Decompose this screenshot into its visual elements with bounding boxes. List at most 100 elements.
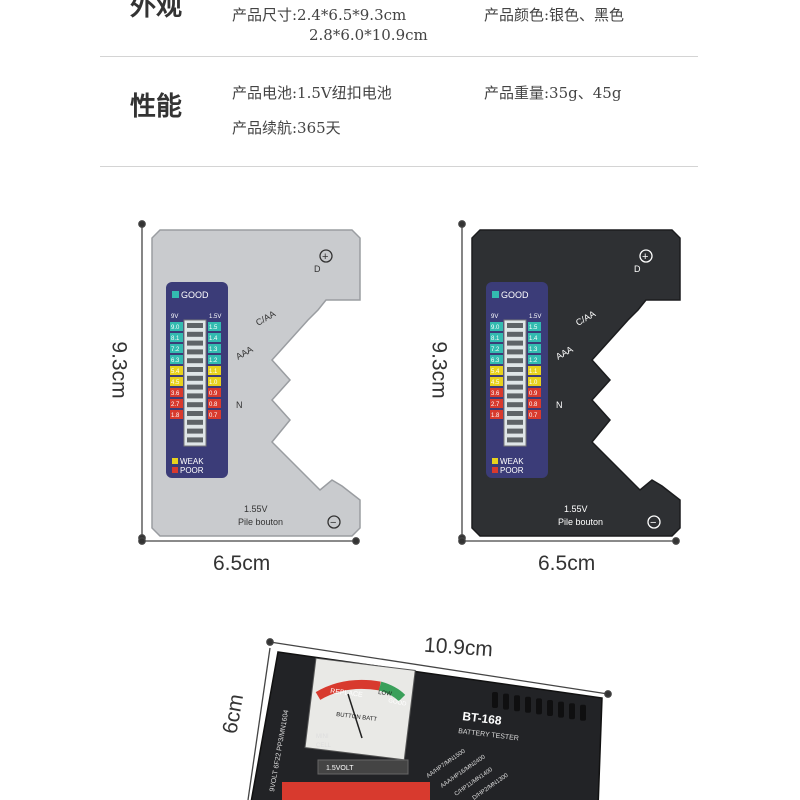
black-left-scale-label: 1.8 xyxy=(491,413,500,419)
black-right-scale-swatch xyxy=(528,377,541,386)
analog-grip-rib xyxy=(536,698,542,715)
black-right-scale-swatch xyxy=(528,399,541,408)
analog-grip-rib xyxy=(547,700,553,716)
black-indicator-segment xyxy=(507,323,523,328)
silver-left-scale-label: 4.5 xyxy=(171,380,180,386)
section-title-appearance: 外观 xyxy=(130,0,183,22)
analog-dimension-lines xyxy=(247,638,612,800)
silver-indicator-segment xyxy=(187,428,203,434)
silver-indicator-segment xyxy=(187,411,203,416)
silver-dimension-lines xyxy=(138,220,360,545)
silver-left-scale-swatch xyxy=(170,377,183,386)
black-left-scale-label: 3.6 xyxy=(491,391,500,397)
silver-left-scale-label: 6.3 xyxy=(171,358,180,364)
silver-right-scale-label: 1.3 xyxy=(209,347,218,353)
silver-right-scale-swatch xyxy=(208,322,221,331)
analog-meter-needle xyxy=(347,693,363,739)
black-left-scale-label: 6.3 xyxy=(491,358,500,364)
silver-d-label: D xyxy=(314,264,321,274)
silver-right-scale-swatch xyxy=(208,399,221,408)
divider-bottom xyxy=(100,166,698,167)
analog-grip-rib xyxy=(503,693,509,710)
black-right-scale-swatch xyxy=(528,344,541,353)
analog-grip-rib xyxy=(525,696,531,713)
silver-left-scale-label: 3.6 xyxy=(171,391,180,397)
black-left-scale-label: 2.7 xyxy=(491,402,500,408)
black-right-scale-swatch xyxy=(528,366,541,375)
black-right-scale-label: 0.8 xyxy=(529,402,538,408)
silver-right-scale-swatch xyxy=(208,388,221,397)
analog-grip-rib xyxy=(580,704,586,721)
silver-indicator-segment xyxy=(187,331,203,337)
silver-right-scale-label: 1.2 xyxy=(209,358,218,364)
divider-top xyxy=(100,56,698,57)
black-right-scale-label: 1.5V xyxy=(529,314,541,320)
silver-indicator-segment xyxy=(187,375,203,381)
black-indicator-segment xyxy=(507,428,523,434)
black-indicator-segment xyxy=(507,411,523,416)
analog-width-dimension: 10.9cm xyxy=(423,633,494,662)
silver-left-scale-label: 5.4 xyxy=(171,369,180,375)
silver-left-scale-label: 9.0 xyxy=(171,325,180,331)
black-right-scale-swatch xyxy=(528,388,541,397)
analog-grip-rib xyxy=(514,695,520,712)
silver-right-scale-label: 1.5V xyxy=(209,314,221,320)
black-indicator-segment xyxy=(507,349,523,355)
silver-left-scale-swatch xyxy=(170,399,183,408)
black-minus-icon xyxy=(647,515,661,529)
analog-grip-rib xyxy=(569,703,575,720)
black-left-scale-label: 4.5 xyxy=(491,380,500,386)
silver-button-name: Pile bouton xyxy=(238,517,283,527)
black-left-scale-swatch xyxy=(490,355,503,364)
silver-right-scale-swatch xyxy=(208,333,221,342)
silver-right-scale-label: 1.5 xyxy=(209,325,218,331)
black-right-scale-swatch xyxy=(528,333,541,342)
analog-grip-ribs xyxy=(492,692,586,721)
silver-button-volt: 1.55V xyxy=(244,504,268,514)
spec-battery: 产品电池:1.5V纽扣电池 xyxy=(232,84,392,102)
silver-right-scale-label: 0.9 xyxy=(209,391,218,397)
silver-right-scale-label: 1.1 xyxy=(209,369,218,375)
black-left-scale-swatch xyxy=(490,366,503,375)
black-right-scale-label: 1.3 xyxy=(529,347,538,353)
analog-mini-label: MINI xyxy=(316,734,329,740)
black-left-scale-swatch xyxy=(490,410,503,419)
silver-n-label: N xyxy=(236,400,243,410)
analog-model: BT-168 xyxy=(462,709,503,728)
silver-right-scale-label: 0.7 xyxy=(209,413,218,419)
black-indicator-segment xyxy=(507,375,523,381)
silver-indicator-segment xyxy=(187,367,203,372)
analog-good-label: GOOD xyxy=(388,698,408,708)
black-good-label: GOOD xyxy=(501,290,529,300)
silver-indicator-segment xyxy=(187,358,203,364)
black-left-scale-label: 8.1 xyxy=(491,336,500,342)
silver-indicator-segment xyxy=(187,323,203,328)
black-plus-icon xyxy=(639,249,653,263)
black-indicator-segment xyxy=(507,419,523,425)
black-indicator-segment xyxy=(507,340,523,346)
silver-height-dimension: 9.3cm xyxy=(107,341,131,399)
silver-left-scale-label: 8.1 xyxy=(171,336,180,342)
black-indicator-segment xyxy=(507,384,523,390)
analog-body xyxy=(250,651,603,800)
silver-left-scale-label: 7.2 xyxy=(171,347,180,353)
spec-size: 产品尺寸:2.4*6.5*9.3cm xyxy=(232,6,407,24)
black-right-scale: 1.5V1.51.41.31.21.11.00.90.80.7 xyxy=(528,314,541,419)
black-width-dimension: 6.5cm xyxy=(538,552,596,575)
section-title-performance: 性能 xyxy=(130,92,183,122)
silver-indicator-segment xyxy=(187,402,203,408)
silver-left-scale: 9V9.08.17.26.35.44.53.62.71.8 xyxy=(170,314,183,419)
black-left-scale: 9V9.08.17.26.35.44.53.62.71.8 xyxy=(490,314,503,419)
silver-left-scale-swatch xyxy=(170,410,183,419)
silver-left-scale-swatch xyxy=(170,355,183,364)
silver-left-scale-swatch xyxy=(170,333,183,342)
black-right-scale-swatch xyxy=(528,355,541,364)
silver-weak-label: WEAK xyxy=(180,457,204,466)
black-right-scale-label: 1.2 xyxy=(529,358,538,364)
black-height-dimension: 9.3cm xyxy=(427,341,451,399)
black-right-scale-label: 1.5 xyxy=(529,325,538,331)
analog-red-battery-bed xyxy=(282,782,430,800)
black-right-scale-label: 0.7 xyxy=(529,413,538,419)
silver-right-scale-swatch xyxy=(208,344,221,353)
black-indicator-segment xyxy=(507,367,523,372)
